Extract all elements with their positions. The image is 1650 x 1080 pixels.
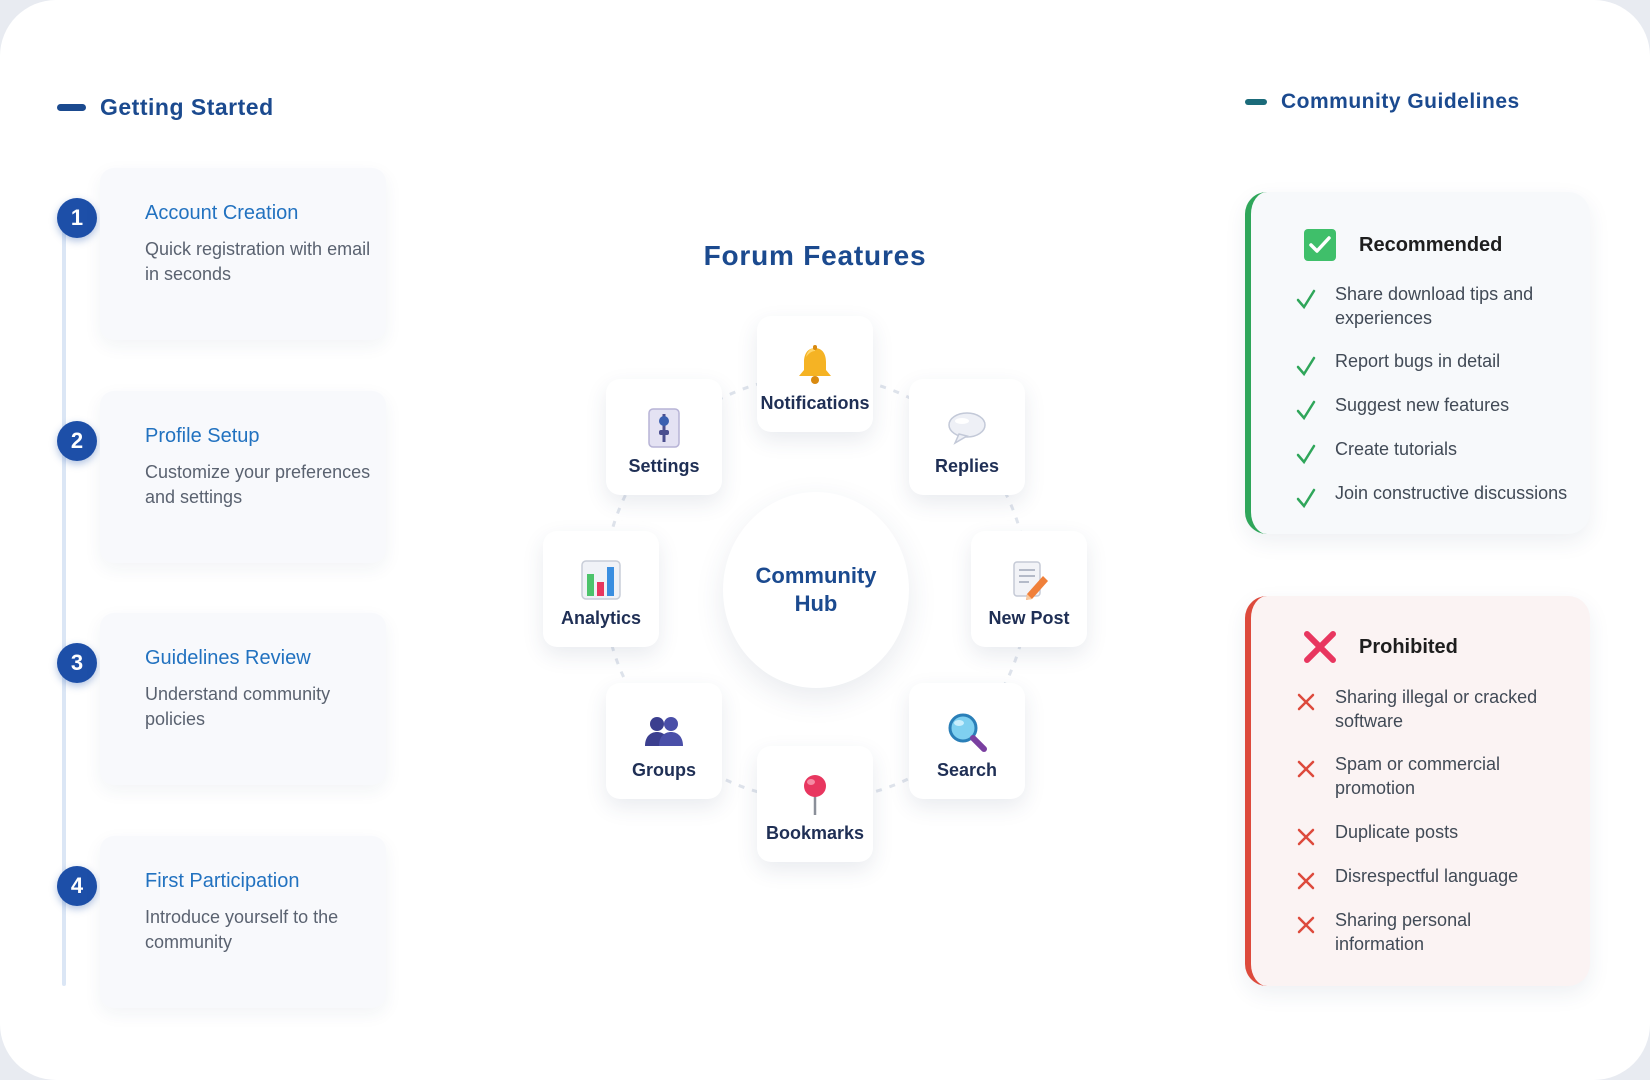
hub-label: Community Hub	[755, 563, 877, 616]
prohibited-header: Prohibited	[1303, 630, 1458, 664]
recommended-item-text: Share download tips and experiences	[1335, 284, 1534, 328]
prohibited-item: Duplicate posts	[1295, 820, 1575, 848]
feature-label: Analytics	[560, 608, 642, 628]
bar-chart-icon	[581, 560, 621, 600]
recommended-card: Recommended Share download tips and expe…	[1245, 192, 1590, 534]
step-description: Understand community policies	[145, 684, 331, 729]
feature-groups[interactable]: Groups	[606, 683, 722, 799]
recommended-item: Report bugs in detail	[1295, 349, 1575, 377]
feature-label: Notifications	[760, 393, 870, 413]
prohibited-item: Sharing illegal or cracked software	[1295, 685, 1575, 733]
step-title: Guidelines Review	[145, 647, 311, 669]
recommended-item-text: Join constructive discussions	[1335, 483, 1568, 503]
feature-label: Replies	[934, 456, 1000, 476]
feature-replies[interactable]: Replies	[909, 379, 1025, 495]
step-number-2: 2	[57, 421, 97, 461]
recommended-item-text: Suggest new features	[1335, 395, 1510, 415]
recommended-item-text: Create tutorials	[1335, 439, 1458, 459]
step-description: Quick registration with email in seconds	[145, 239, 371, 284]
x-icon	[1297, 916, 1315, 934]
recommended-header: Recommended	[1303, 228, 1502, 262]
sliders-icon	[648, 408, 680, 448]
bell-icon	[799, 345, 831, 384]
prohibited-item: Disrespectful language	[1295, 864, 1575, 892]
check-icon	[1296, 289, 1316, 310]
prohibited-item-text: Duplicate posts	[1335, 822, 1459, 842]
feature-settings[interactable]: Settings	[606, 379, 722, 495]
x-icon	[1297, 872, 1315, 890]
magnifier-icon	[948, 713, 987, 752]
recommended-item: Suggest new features	[1295, 393, 1575, 421]
community-guidelines-heading: Community Guidelines	[1245, 90, 1520, 114]
prohibited-item: Spam or commercial promotion	[1295, 752, 1575, 800]
feature-analytics[interactable]: Analytics	[543, 531, 659, 647]
step-card-first-participation[interactable]: First Participation Introduce yourself t…	[100, 836, 386, 1008]
pushpin-icon	[804, 775, 826, 815]
step-card-guidelines-review[interactable]: Guidelines Review Understand community p…	[100, 613, 386, 785]
recommended-item: Share download tips and experiences	[1295, 282, 1575, 330]
step-number-3: 3	[57, 643, 97, 683]
x-icon	[1297, 760, 1315, 778]
prohibited-card: Prohibited Sharing illegal or cracked so…	[1245, 596, 1590, 986]
x-icon	[1297, 828, 1315, 846]
feature-label: Settings	[628, 456, 700, 476]
recommended-item: Create tutorials	[1295, 437, 1575, 465]
step-number-1: 1	[57, 198, 97, 238]
recommended-item: Join constructive discussions	[1295, 481, 1595, 509]
step-number-4: 4	[57, 866, 97, 906]
step-title: Profile Setup	[145, 425, 260, 447]
feature-label: Search	[936, 760, 998, 780]
check-box-icon	[1304, 229, 1336, 261]
prohibited-item-text: Spam or commercial promotion	[1335, 754, 1501, 798]
recommended-title: Recommended	[1359, 233, 1503, 256]
feature-bookmarks[interactable]: Bookmarks	[757, 746, 873, 862]
step-description: Introduce yourself to the community	[145, 907, 339, 952]
cross-mark-icon	[1304, 631, 1336, 663]
timeline-line	[62, 210, 66, 986]
prohibited-item: Sharing personal information	[1295, 908, 1515, 956]
forum-features-title: Forum Features	[703, 240, 927, 271]
getting-started-heading: Getting Started	[57, 94, 274, 121]
check-icon	[1296, 488, 1316, 509]
people-icon	[645, 717, 683, 746]
feature-notifications[interactable]: Notifications	[757, 316, 873, 432]
step-card-profile-setup[interactable]: Profile Setup Customize your preferences…	[100, 391, 386, 563]
check-icon	[1296, 356, 1316, 377]
prohibited-title: Prohibited	[1359, 635, 1458, 658]
check-icon	[1296, 400, 1316, 421]
feature-search[interactable]: Search	[909, 683, 1025, 799]
feature-label: Groups	[631, 760, 696, 780]
memo-pencil-icon	[1013, 561, 1048, 600]
recommended-item-text: Report bugs in detail	[1335, 351, 1501, 371]
heading-dash	[57, 104, 86, 111]
community-hub[interactable]: Community Hub	[723, 492, 909, 688]
step-title: Account Creation	[145, 202, 299, 224]
speech-bubble-icon	[948, 412, 986, 445]
feature-label: Bookmarks	[765, 823, 865, 843]
community-guidelines-title: Community Guidelines	[1281, 90, 1520, 113]
getting-started-title: Getting Started	[100, 94, 274, 120]
step-card-account-creation[interactable]: Account Creation Quick registration with…	[100, 168, 386, 340]
heading-dash	[1245, 99, 1267, 105]
step-description: Customize your preferences and settings	[145, 462, 371, 507]
x-icon	[1297, 693, 1315, 711]
feature-label: New Post	[988, 608, 1070, 628]
prohibited-item-text: Disrespectful language	[1335, 866, 1519, 886]
prohibited-item-text: Sharing personal information	[1335, 910, 1472, 954]
feature-new-post[interactable]: New Post	[971, 531, 1087, 647]
prohibited-item-text: Sharing illegal or cracked software	[1335, 687, 1538, 731]
check-icon	[1296, 444, 1316, 465]
step-title: First Participation	[145, 870, 300, 892]
